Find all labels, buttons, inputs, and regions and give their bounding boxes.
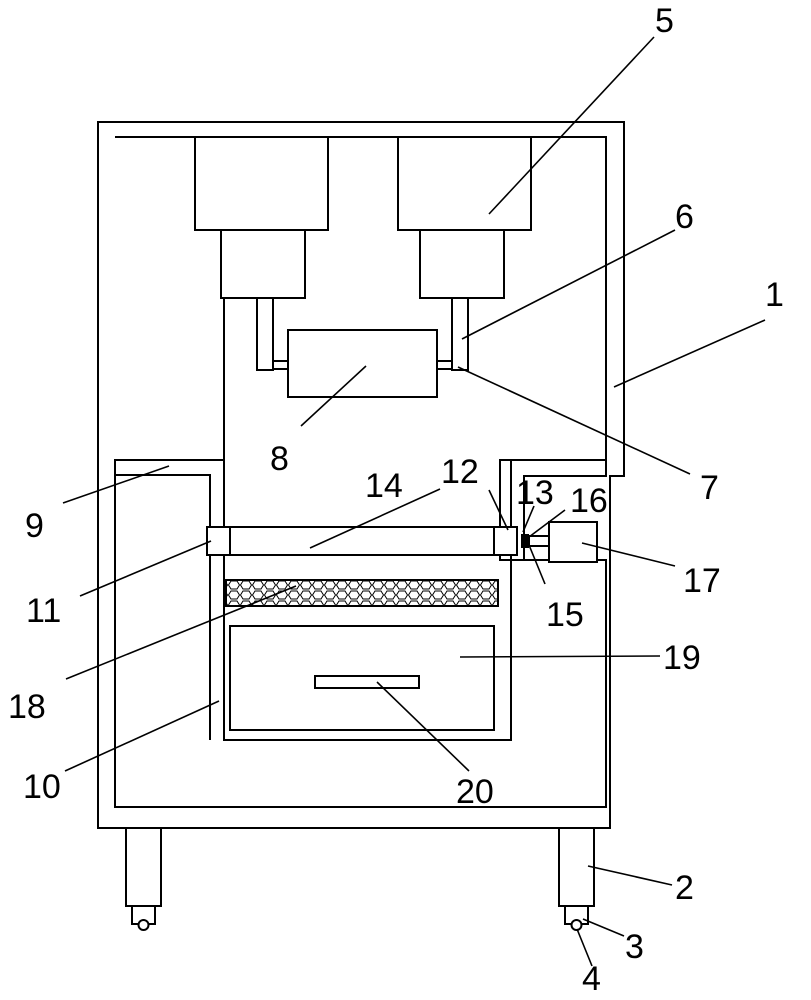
label-2: 2 xyxy=(675,869,694,907)
label-4: 4 xyxy=(582,960,601,998)
label-15: 15 xyxy=(546,596,584,634)
label-6: 6 xyxy=(675,198,694,236)
motor-left xyxy=(194,136,329,371)
label-17: 17 xyxy=(683,562,721,600)
part-labels: 5 1 6 7 8 9 14 12 13 16 17 11 15 19 18 1… xyxy=(8,2,784,998)
motor-right xyxy=(397,136,532,371)
leg-right xyxy=(558,827,595,931)
label-3: 3 xyxy=(625,928,644,966)
crushing-block xyxy=(272,329,453,398)
label-14: 14 xyxy=(365,467,403,505)
label-19: 19 xyxy=(663,639,701,677)
label-7: 7 xyxy=(700,469,719,507)
label-11: 11 xyxy=(26,592,61,630)
label-1: 1 xyxy=(765,276,784,314)
leader-lines xyxy=(62,36,766,967)
label-8: 8 xyxy=(270,440,289,478)
label-20: 20 xyxy=(456,773,494,811)
filter-mesh xyxy=(225,579,499,607)
partition-walls xyxy=(115,460,607,740)
label-12: 12 xyxy=(441,453,479,491)
label-9: 9 xyxy=(25,507,44,545)
cabinet-body xyxy=(97,121,625,829)
label-5: 5 xyxy=(655,2,674,40)
roller-assembly xyxy=(206,526,550,556)
label-13: 13 xyxy=(516,474,554,512)
drive-motor xyxy=(548,521,598,563)
label-10: 10 xyxy=(23,768,61,806)
label-16: 16 xyxy=(570,482,608,520)
leg-left xyxy=(125,827,162,931)
collection-drawer xyxy=(229,625,495,731)
label-18: 18 xyxy=(8,688,46,726)
